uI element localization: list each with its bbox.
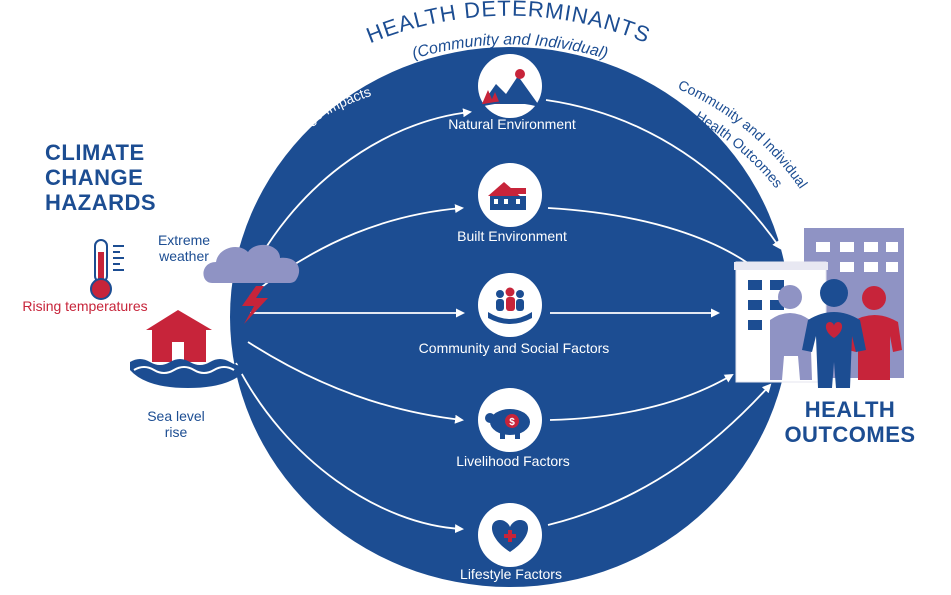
heart-icon [478,503,542,567]
mountain-sun-icon [478,54,542,118]
flooded-house-icon [130,310,246,388]
storm-cloud-icon [203,244,300,324]
arrow-lifestyle-out [547,383,772,526]
hazard-label-rising-temperatures: Rising temperatures [22,298,148,314]
piggy-bank-icon: $ [478,388,542,452]
arrow-livelihood-out [549,373,734,421]
determinant-label-natural: Natural Environment [448,116,576,132]
thermometer-icon [90,239,124,300]
house-icon [478,163,542,227]
arrow-to-lifestyle [235,362,464,534]
hazard-label-sea-level-rise: Sea level rise [147,408,205,440]
hazards-title: CLIMATE CHANGE HAZARDS [45,140,157,215]
people-hand-icon [478,273,542,337]
hazard-label-extreme-weather: Extreme weather [157,232,211,264]
determinant-label-community: Community and Social Factors [418,340,610,356]
arrow-to-livelihood [247,341,464,424]
arrow-natural-out [545,99,782,250]
determinant-label-lifestyle: Lifestyle Factors [460,566,562,582]
determinant-label-built: Built Environment [457,228,567,244]
outcomes-title: HEALTH OUTCOMES [784,397,916,447]
determinant-label-livelihood: Livelihood Factors [456,453,570,469]
people-buildings-icon [734,228,904,388]
svg-text:$: $ [509,417,515,428]
arrow-built-out [547,207,762,274]
